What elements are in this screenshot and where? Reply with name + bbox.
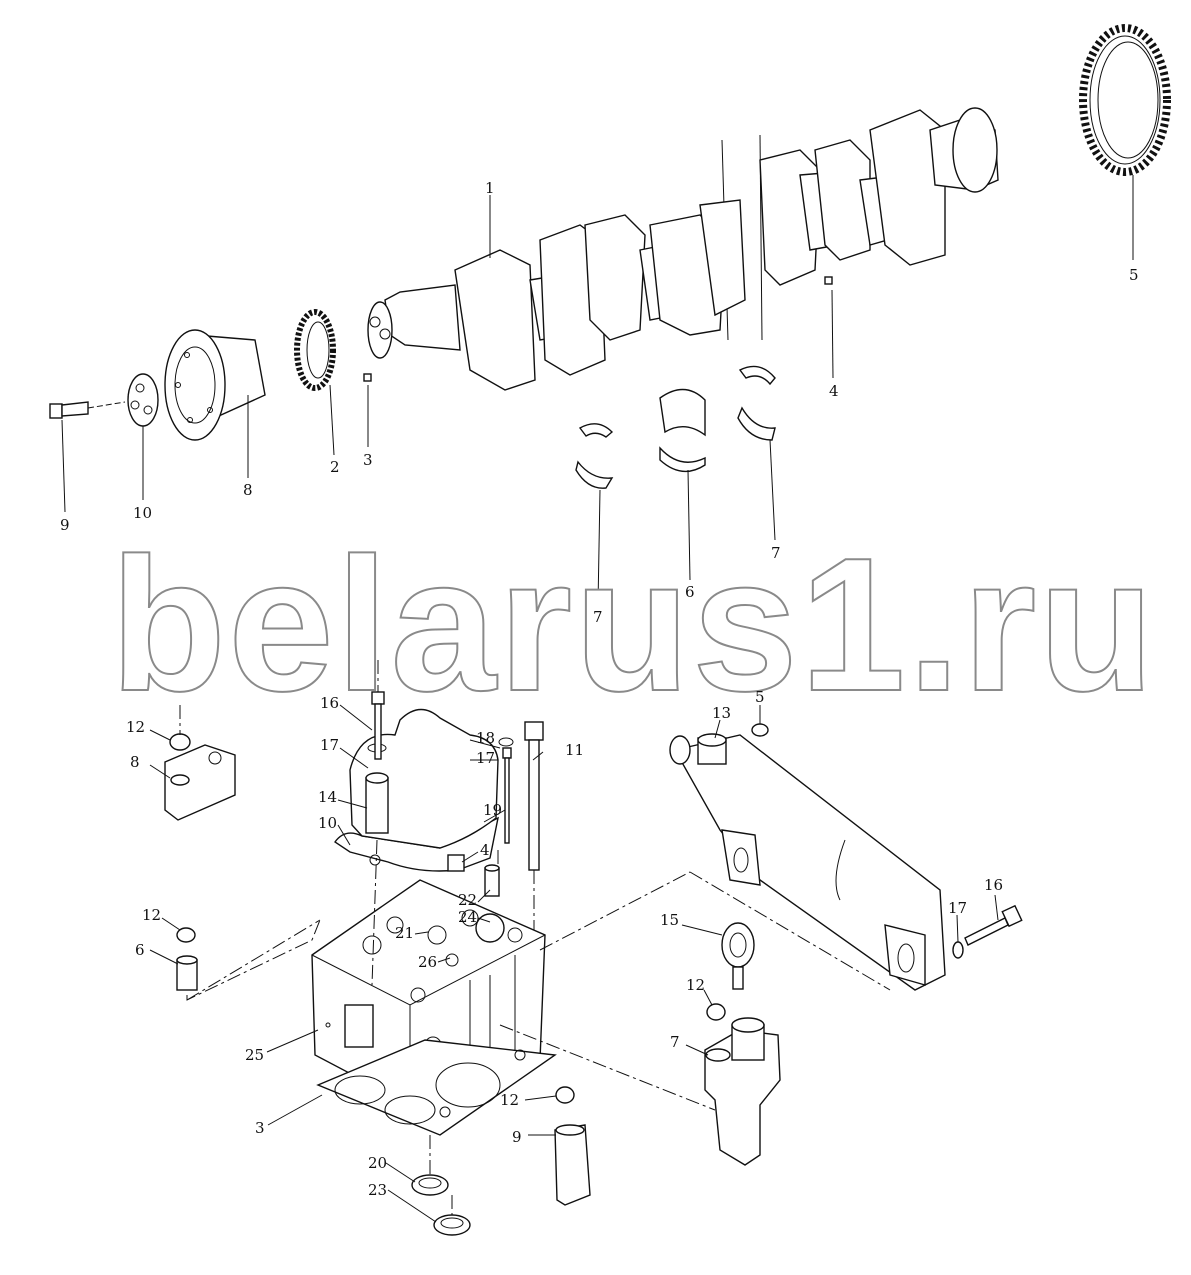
rocker-support-small xyxy=(554,1086,591,1206)
washer-plate xyxy=(127,373,159,427)
injector-sleeve xyxy=(484,864,500,897)
callout-19: 19 xyxy=(483,801,502,819)
callout-8-bracket: 8 xyxy=(130,753,140,771)
callout-15: 15 xyxy=(660,911,679,929)
callout-12-support: 12 xyxy=(500,1091,519,1109)
callout-7-right: 7 xyxy=(771,544,781,562)
callout-4: 4 xyxy=(829,382,839,400)
callout-labels: 1 5 4 2 3 8 10 9 7 6 7 16 17 18 17 11 14… xyxy=(60,179,1139,1199)
thrust-washer-right xyxy=(737,365,776,441)
spacer-sleeve xyxy=(176,919,321,1001)
cylinder-head-assembly xyxy=(149,660,1023,1236)
callout-8: 8 xyxy=(243,481,253,499)
callout-22: 22 xyxy=(458,891,477,909)
timing-gear xyxy=(294,309,336,391)
pulley-hub xyxy=(164,329,266,441)
dowel-pin-front xyxy=(363,373,372,382)
callout-11: 11 xyxy=(565,741,584,759)
head-bolt-long xyxy=(371,660,385,760)
callout-12-bracket: 12 xyxy=(126,718,145,736)
callout-25: 25 xyxy=(245,1046,264,1064)
pulley-bolt xyxy=(49,401,126,419)
head-cover xyxy=(334,708,499,872)
callout-12-bracket-right: 12 xyxy=(686,976,705,994)
cap-nut xyxy=(447,854,465,872)
callout-12-sleeve: 12 xyxy=(142,906,161,924)
callout-1: 1 xyxy=(485,179,495,197)
crankshaft xyxy=(367,107,999,391)
callout-17-right: 17 xyxy=(948,899,967,917)
manifold-bolt xyxy=(952,904,1023,959)
callout-7-bracket: 7 xyxy=(670,1033,680,1051)
callout-6-sleeve: 6 xyxy=(135,941,145,959)
callout-16-right: 16 xyxy=(984,876,1003,894)
callout-17-left: 17 xyxy=(320,736,339,754)
exhaust-manifold xyxy=(669,723,946,991)
rocker-bracket xyxy=(704,1003,781,1166)
callout-16-left: 16 xyxy=(320,694,339,712)
callout-26: 26 xyxy=(418,953,437,971)
left-bracket xyxy=(164,705,236,821)
valve-seat-lower xyxy=(433,1214,471,1236)
callout-23: 23 xyxy=(368,1181,387,1199)
callout-3: 3 xyxy=(363,451,373,469)
watermark-text: belarus1.ru xyxy=(110,519,1156,731)
callout-14: 14 xyxy=(318,788,337,806)
main-bearing-shells xyxy=(659,388,706,473)
callout-2: 2 xyxy=(330,458,340,476)
callout-9: 9 xyxy=(60,516,70,534)
callout-10-head: 10 xyxy=(318,814,337,832)
lifting-eye xyxy=(721,922,755,990)
callout-6: 6 xyxy=(685,583,695,601)
callout-18: 18 xyxy=(476,729,495,747)
callout-24: 24 xyxy=(458,908,477,926)
callout-7-left: 7 xyxy=(593,608,603,626)
callout-13: 13 xyxy=(712,704,731,722)
callout-21: 21 xyxy=(395,924,414,942)
crankshaft-assembly xyxy=(49,24,1171,606)
callout-3-gasket: 3 xyxy=(255,1119,265,1137)
head-gasket xyxy=(316,1039,557,1136)
long-screw xyxy=(498,737,514,844)
valve-seat-upper xyxy=(411,1174,449,1196)
callout-5: 5 xyxy=(1129,266,1139,284)
callout-9-support: 9 xyxy=(512,1128,522,1146)
callout-20: 20 xyxy=(368,1154,387,1172)
stud-bolt xyxy=(524,721,544,930)
callout-5-manifold: 5 xyxy=(755,688,765,706)
callout-10: 10 xyxy=(133,504,152,522)
thrust-washer-left xyxy=(575,423,614,489)
callout-4-head: 4 xyxy=(480,841,490,859)
callout-17-mid: 17 xyxy=(476,749,495,767)
dowel-pin-rear xyxy=(824,276,833,285)
ring-gear xyxy=(1079,24,1171,176)
